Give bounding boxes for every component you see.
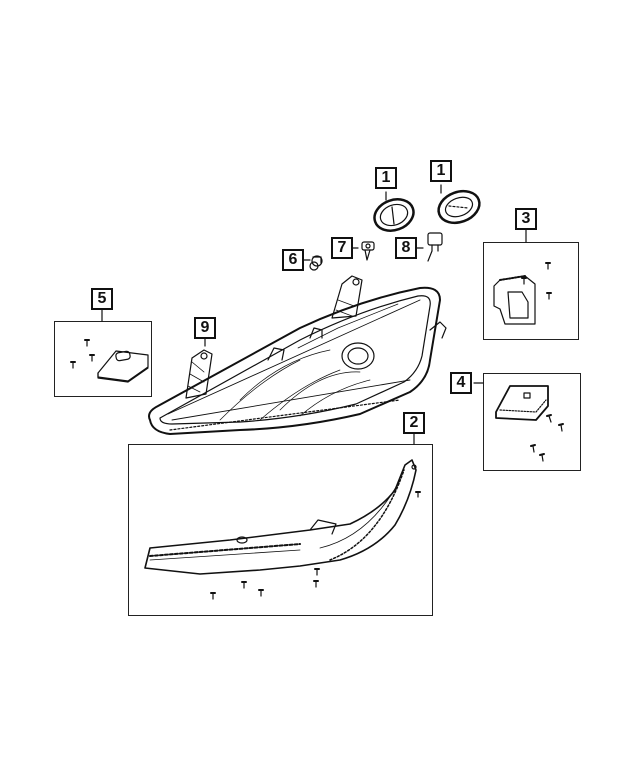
callout-3[interactable]: 3	[515, 208, 537, 230]
module-bracket-icon	[493, 275, 536, 325]
screw-icon-4c	[530, 444, 536, 453]
screw-icon-2a	[415, 491, 421, 498]
callout-5[interactable]: 5	[91, 288, 113, 310]
small-bulb-icon	[309, 255, 323, 271]
headlamp-assembly-icon	[148, 275, 447, 435]
screw-icon-2b	[314, 568, 320, 576]
callout-9[interactable]: 9	[194, 317, 216, 339]
screw-icon-2d	[241, 581, 247, 589]
halogen-bulb-icon	[361, 241, 375, 261]
screw-icon-4d	[539, 453, 545, 462]
screw-icon-2e	[258, 589, 264, 597]
screw-icon-5a	[84, 339, 90, 347]
hid-bulb-icon	[427, 232, 443, 262]
group-box-2	[128, 444, 433, 616]
screw-icon-3a	[545, 262, 551, 270]
group-box-4	[483, 373, 581, 471]
callout-8[interactable]: 8	[395, 237, 417, 259]
screw-icon-3b	[521, 277, 527, 285]
lower-trim-bracket-icon	[144, 459, 417, 575]
screw-icon-5c	[70, 361, 76, 369]
screw-icon-4b	[558, 423, 564, 432]
screw-icon-3c	[546, 292, 552, 300]
screw-icon-5b	[89, 354, 95, 362]
callout-1-left[interactable]: 1	[375, 167, 397, 189]
callout-1-right[interactable]: 1	[430, 160, 452, 182]
screw-icon-4a	[546, 414, 552, 423]
callout-4[interactable]: 4	[450, 372, 472, 394]
seal-ring-left-icon	[373, 198, 415, 232]
control-module-icon	[495, 385, 549, 421]
callout-6[interactable]: 6	[282, 249, 304, 271]
seal-ring-right-icon	[437, 189, 481, 225]
screw-icon-2f	[210, 592, 216, 600]
callout-7[interactable]: 7	[331, 237, 353, 259]
ballast-module-icon	[97, 350, 149, 383]
group-box-5	[54, 321, 152, 397]
callout-2[interactable]: 2	[403, 412, 425, 434]
screw-icon-2c	[313, 580, 319, 588]
